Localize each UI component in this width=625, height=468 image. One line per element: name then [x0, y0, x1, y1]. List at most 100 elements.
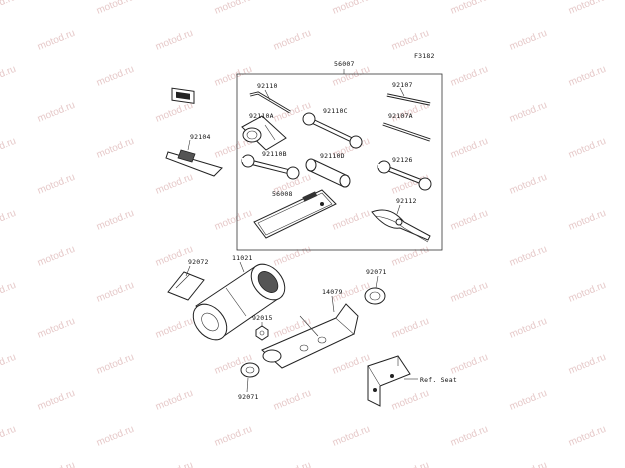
watermark-text: motod.ru	[390, 28, 431, 53]
label-92072: 92072	[188, 258, 209, 266]
watermark-text: motod.ru	[0, 64, 18, 89]
label-92110B: 92110B	[262, 150, 287, 158]
watermark-text: motod.ru	[449, 64, 490, 89]
watermark-text: motod.ru	[449, 280, 490, 305]
diagram-code: F3182	[414, 52, 435, 60]
watermark-text: motod.ru	[213, 64, 254, 89]
watermark-text: motod.ru	[508, 172, 549, 197]
watermark-text: motod.ru	[390, 244, 431, 269]
open-end-wrench-126	[377, 160, 432, 191]
label-ref-seat: Ref. Seat	[420, 376, 457, 384]
label-92071-bottom: 92071	[238, 393, 259, 401]
watermark-text: motod.ru	[36, 172, 77, 197]
open-end-wrench-b	[241, 154, 300, 180]
watermark-text: motod.ru	[0, 208, 18, 233]
case-holder	[261, 303, 359, 369]
watermark-text: motod.ru	[508, 388, 549, 413]
watermark-text: motod.ru	[567, 64, 608, 89]
watermark-text: motod.ru	[0, 280, 18, 305]
watermark-text: motod.ru	[36, 244, 77, 269]
watermark-text: motod.ru	[95, 352, 136, 377]
watermark-text: motod.ru	[331, 424, 372, 449]
label-92110D: 92110D	[320, 152, 345, 160]
watermark-text: motod.ru	[272, 388, 313, 413]
watermark-text: motod.ru	[449, 352, 490, 377]
watermark-text: motod.ru	[390, 316, 431, 341]
rubber-washer-bottom	[240, 362, 260, 378]
grease-tube	[165, 149, 223, 177]
watermark-text: motod.ru	[95, 0, 136, 17]
spark-plug-socket	[241, 115, 287, 151]
watermark-text: motod.ru	[0, 424, 18, 449]
watermark-text: motod.ru	[213, 424, 254, 449]
watermark-text: motod.ru	[154, 316, 195, 341]
label-92112: 92112	[396, 197, 417, 205]
watermark-text: motod.ru	[154, 388, 195, 413]
watermark-text: motod.ru	[154, 460, 195, 468]
label-14079: 14079	[322, 288, 343, 296]
watermark-text: motod.ru	[508, 100, 549, 125]
watermark-text: motod.ru	[272, 460, 313, 468]
pliers	[371, 209, 431, 243]
watermark-text: motod.ru	[331, 0, 372, 17]
watermark-text: motod.ru	[449, 208, 490, 233]
watermark-text: motod.ru	[449, 0, 490, 17]
watermark-text: motod.ru	[508, 244, 549, 269]
watermark-text: motod.ru	[390, 460, 431, 468]
watermark-text: motod.ru	[449, 424, 490, 449]
label-92110C: 92110C	[323, 107, 348, 115]
open-end-wrench-c	[302, 112, 363, 149]
watermark-text: motod.ru	[95, 280, 136, 305]
watermark-text: motod.ru	[567, 0, 608, 17]
watermark-text: motod.ru	[36, 316, 77, 341]
watermark-text: motod.ru	[567, 352, 608, 377]
label-56007: 56007	[334, 60, 355, 68]
watermark-text: motod.ru	[0, 0, 18, 17]
watermark-text: motod.ru	[95, 64, 136, 89]
label-92107: 92107	[392, 81, 413, 89]
watermark-text: motod.ru	[0, 352, 18, 377]
watermark-text: motod.ru	[154, 172, 195, 197]
watermark-text: motod.ru	[272, 244, 313, 269]
label-56008: 56008	[272, 190, 293, 198]
watermark-text: motod.ru	[36, 100, 77, 125]
watermark-text: motod.ru	[0, 136, 18, 161]
watermark-text: motod.ru	[331, 352, 372, 377]
screwdriver	[386, 93, 431, 106]
kit-book-icon	[171, 87, 195, 104]
watermark-text: motod.ru	[567, 424, 608, 449]
label-92110: 92110	[257, 82, 278, 90]
label-92126: 92126	[392, 156, 413, 164]
tool-case	[192, 263, 286, 341]
seat-bracket	[367, 355, 411, 407]
box-wrench	[305, 158, 351, 188]
label-92107A: 92107A	[388, 112, 413, 120]
watermark-text: motod.ru	[36, 388, 77, 413]
watermark-text: motod.ru	[95, 424, 136, 449]
label-92110A: 92110A	[249, 112, 274, 120]
watermark-text: motod.ru	[154, 28, 195, 53]
watermark-text: motod.ru	[36, 460, 77, 468]
screwdriver-a	[382, 122, 431, 142]
label-92015: 92015	[252, 314, 273, 322]
watermark-text: motod.ru	[154, 100, 195, 125]
band-bracket	[167, 271, 205, 301]
label-92104: 92104	[190, 133, 211, 141]
watermark-text: motod.ru	[331, 208, 372, 233]
watermark-text: motod.ru	[95, 136, 136, 161]
hex-key	[249, 91, 291, 114]
watermark-text: motod.ru	[567, 136, 608, 161]
nut	[255, 325, 269, 341]
label-11021: 11021	[232, 254, 253, 262]
watermark-text: motod.ru	[95, 208, 136, 233]
watermark-text: motod.ru	[567, 208, 608, 233]
watermark-text: motod.ru	[508, 28, 549, 53]
tool-kit-frame	[236, 73, 443, 251]
watermark-text: motod.ru	[508, 316, 549, 341]
watermark-text: motod.ru	[213, 0, 254, 17]
watermark-text: motod.ru	[508, 460, 549, 468]
tool-bag	[253, 189, 337, 239]
rubber-washer-top	[364, 287, 386, 305]
